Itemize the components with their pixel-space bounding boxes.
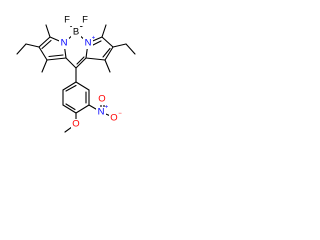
bond-c5-c6 [101, 36, 114, 48]
bond-c2-c1 [38, 46, 48, 61]
bond-c7-c7a [85, 57, 106, 61]
bond-ethyl-right-b [125, 43, 136, 55]
bond-c3-c2 [38, 36, 51, 48]
bond-c3-c2-double [41, 39, 52, 50]
bond-c8a-meso [65, 57, 77, 69]
bond-ethyl-right-a [112, 43, 127, 48]
bond-ph-6-1-double [65, 84, 77, 92]
bond-methyl-c1 [41, 59, 48, 73]
boron-charge-label: − [80, 25, 84, 31]
fluorine-right-label: F [82, 15, 88, 26]
nitrogen-right-label: N [85, 38, 92, 49]
bond-c1-c8a-double [48, 54, 64, 58]
nitrogen-right-charge-label: + [92, 36, 96, 42]
bodipy-structure-diagram: F F B − N N + N + O O − O [16, 15, 136, 133]
bond-meso-c7a-double [76, 56, 85, 65]
bond-ethyl-left-a [25, 43, 40, 48]
methoxy-oxygen-label: O [72, 119, 79, 130]
bond-ph-1-2 [75, 81, 90, 91]
nitro-oxygen-top-label: O [98, 94, 105, 105]
bond-methyl-c5 [101, 24, 107, 38]
nitro-nitrogen-label: N [98, 107, 105, 118]
bond-ethyl-left-b [16, 43, 27, 55]
bond-ph-3-4 [75, 104, 90, 114]
boron-label: B [73, 27, 79, 38]
nitrogen-left-label: N [61, 38, 68, 49]
bond-ph-6-1 [62, 81, 77, 91]
bond-c1-c8a [46, 57, 67, 61]
bond-methyl-c3 [45, 24, 51, 38]
nitro-oxygen-right-label: O [110, 113, 117, 124]
fluorine-left-label: F [64, 15, 70, 26]
nitro-nitrogen-charge-label: + [105, 105, 109, 111]
nitro-oxygen-charge-label: − [118, 111, 122, 117]
bond-c6-c7 [104, 46, 114, 61]
bond-meso-c7a [75, 57, 87, 69]
atom-label-layer: F F B − N N + N + O O − O [59, 15, 122, 130]
bond-ph-4-5 [62, 104, 77, 114]
bond-ph-4-5-double [65, 103, 76, 111]
bond-c6-c7-double [102, 47, 111, 58]
bond-methyl-c7 [104, 59, 111, 73]
